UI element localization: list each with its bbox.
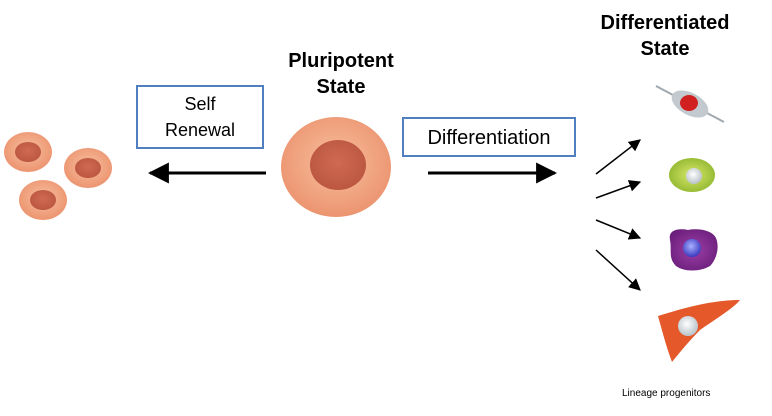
renewed-cell-1 <box>4 132 52 172</box>
progenitor-green-cell <box>669 158 715 192</box>
renewed-cell-2 <box>64 148 112 188</box>
progenitor-purple-cell <box>669 229 718 271</box>
lineage-progenitors-caption: Lineage progenitors <box>622 388 711 399</box>
self-renewal-line1: Self <box>184 94 216 114</box>
branch-arrow-3 <box>595 219 642 240</box>
progenitor-red-cell <box>655 85 725 123</box>
pluripotent-state-label: Pluripotent State <box>266 48 416 100</box>
branch-arrow-1 <box>595 139 641 175</box>
differentiated-state-label: Differentiated State <box>570 10 760 62</box>
self-renewal-box: Self Renewal <box>136 85 264 149</box>
pluripotent-line2: State <box>316 76 366 98</box>
self-renewal-line2: Renewal <box>164 120 236 140</box>
differentiated-line2: State <box>640 38 690 60</box>
pluripotent-line1: Pluripotent <box>288 50 394 72</box>
renewed-cell-3 <box>19 180 67 220</box>
differentiated-line1: Differentiated <box>600 12 730 34</box>
progenitor-orange-cell <box>658 300 740 362</box>
differentiation-label: Differentiation <box>427 127 551 149</box>
pluripotent-cell <box>281 117 391 217</box>
differentiation-box: Differentiation <box>402 117 576 157</box>
branch-arrow-4 <box>595 249 641 291</box>
branch-arrow-2 <box>595 180 642 199</box>
